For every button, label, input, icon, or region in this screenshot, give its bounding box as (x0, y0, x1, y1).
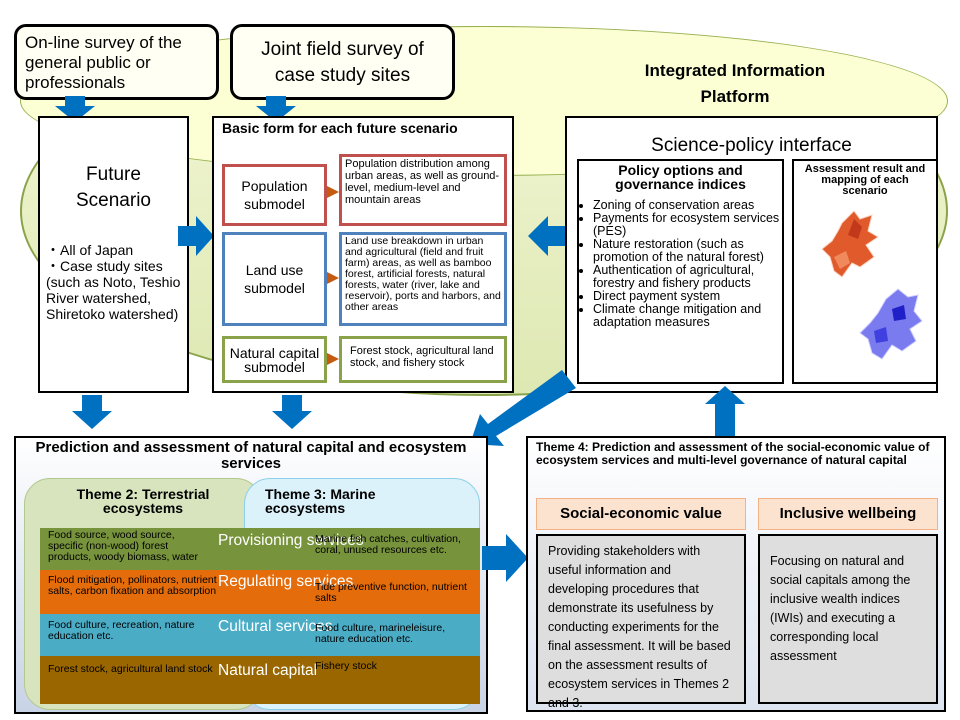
arrow-down-icon (256, 96, 296, 122)
provisioning-marine: Marine fish catches, cultivation, coral,… (315, 533, 461, 556)
socio-economic-text: Providing stakeholders with useful infor… (536, 534, 746, 710)
arrow-diagonal-icon (470, 370, 576, 446)
policy-item: Direct payment system (593, 290, 782, 303)
field-survey-text: Joint field survey of case study sites (261, 39, 424, 86)
cultural-terrestrial: Food culture, recreation, nature educati… (48, 619, 195, 642)
cultural-label: Cultural services (218, 618, 333, 635)
regulating-marine: Tide preventive function, nutrient salts (315, 581, 467, 604)
capital-terrestrial: Forest stock, agricultural land stock (48, 663, 213, 675)
arrow-left-icon (528, 216, 568, 256)
future-scenario-title: Future Scenario (76, 164, 151, 211)
future-bullet: ・Case study sites (such as Noto, Teshio … (46, 258, 181, 322)
wellbeing-text: Focusing on natural and social capitals … (758, 534, 938, 704)
arrow-down-icon (272, 395, 312, 429)
arrow-right-icon (327, 186, 339, 198)
policy-item: Nature restoration (such as promotion of… (593, 238, 782, 264)
policy-item: Zoning of conservation areas (593, 199, 782, 212)
theme3-title: Theme 3: Marine ecosystems (265, 486, 376, 516)
online-survey-box: On-line survey of the general public or … (14, 24, 219, 100)
cultural-band: Food culture, recreation, nature educati… (40, 614, 480, 656)
cultural-marine: Food culture, marineleisure, nature educ… (315, 622, 446, 645)
prediction-title: Prediction and assessment of natural cap… (35, 439, 467, 472)
assessment-result-box: Assessment result and mapping of each sc… (792, 159, 938, 384)
arrow-right-icon (327, 353, 339, 365)
future-scenario-panel: Future Scenario ・All of Japan ・Case stud… (38, 116, 189, 393)
arrow-right-icon (178, 216, 214, 256)
natural-capital-band: Forest stock, agricultural land stock Na… (40, 656, 480, 704)
policy-item: Authentication of agricultural, forestry… (593, 264, 782, 290)
wellbeing-title: Inclusive wellbeing (758, 498, 938, 530)
provisioning-band: Food source, wood source, specific (non-… (40, 528, 480, 570)
population-desc: Population distribution among urban area… (339, 154, 507, 226)
arrow-up-icon (705, 386, 745, 438)
platform-title: Integrated Information Platform (644, 61, 826, 106)
theme4-title: Theme 4: Prediction and assessment of th… (536, 440, 930, 467)
online-survey-text: On-line survey of the general public or … (25, 33, 182, 92)
arrow-down-icon (55, 96, 95, 122)
landuse-desc: Land use breakdown in urban and agricult… (339, 232, 507, 326)
arrow-down-icon (72, 395, 112, 429)
regulating-label: Regulating services (218, 573, 354, 590)
scenario-map-image (821, 210, 923, 360)
policy-item: Climate change mitigation and adaptation… (593, 303, 782, 329)
arrow-right-icon (482, 534, 528, 582)
policy-item: Payments for ecosystem services (PES) (593, 212, 782, 238)
policy-options-title: Policy options and governance indices (615, 162, 746, 192)
provisioning-terrestrial: Food source, wood source, specific (non-… (48, 529, 198, 563)
policy-options-box: Policy options and governance indices Zo… (577, 159, 784, 384)
natural-capital-desc: Forest stock, agricultural land stock, a… (339, 336, 507, 383)
landuse-submodel: Land use submodel (222, 232, 327, 326)
regulating-terrestrial: Flood mitigation, pollinators, nutrient … (48, 574, 217, 597)
socio-economic-title: Social-economic value (536, 498, 746, 530)
theme2-title: Theme 2: Terrestrial ecosystems (76, 486, 210, 516)
provisioning-label: Provisioning services (218, 532, 364, 549)
natural-capital-submodel: Natural capital submodel (222, 336, 327, 383)
basic-form-title: Basic form for each future scenario (222, 120, 458, 136)
future-bullet: ・All of Japan (46, 242, 134, 258)
capital-marine: Fishery stock (315, 660, 377, 672)
population-submodel: Population submodel (222, 164, 327, 226)
assessment-result-title: Assessment result and mapping of each sc… (804, 163, 926, 197)
regulating-band: Flood mitigation, pollinators, nutrient … (40, 570, 480, 614)
capital-label: Natural capital (218, 662, 318, 679)
field-survey-box: Joint field survey of case study sites (230, 24, 455, 100)
arrow-right-icon (327, 272, 339, 284)
science-policy-title: Science-policy interface (651, 135, 852, 156)
